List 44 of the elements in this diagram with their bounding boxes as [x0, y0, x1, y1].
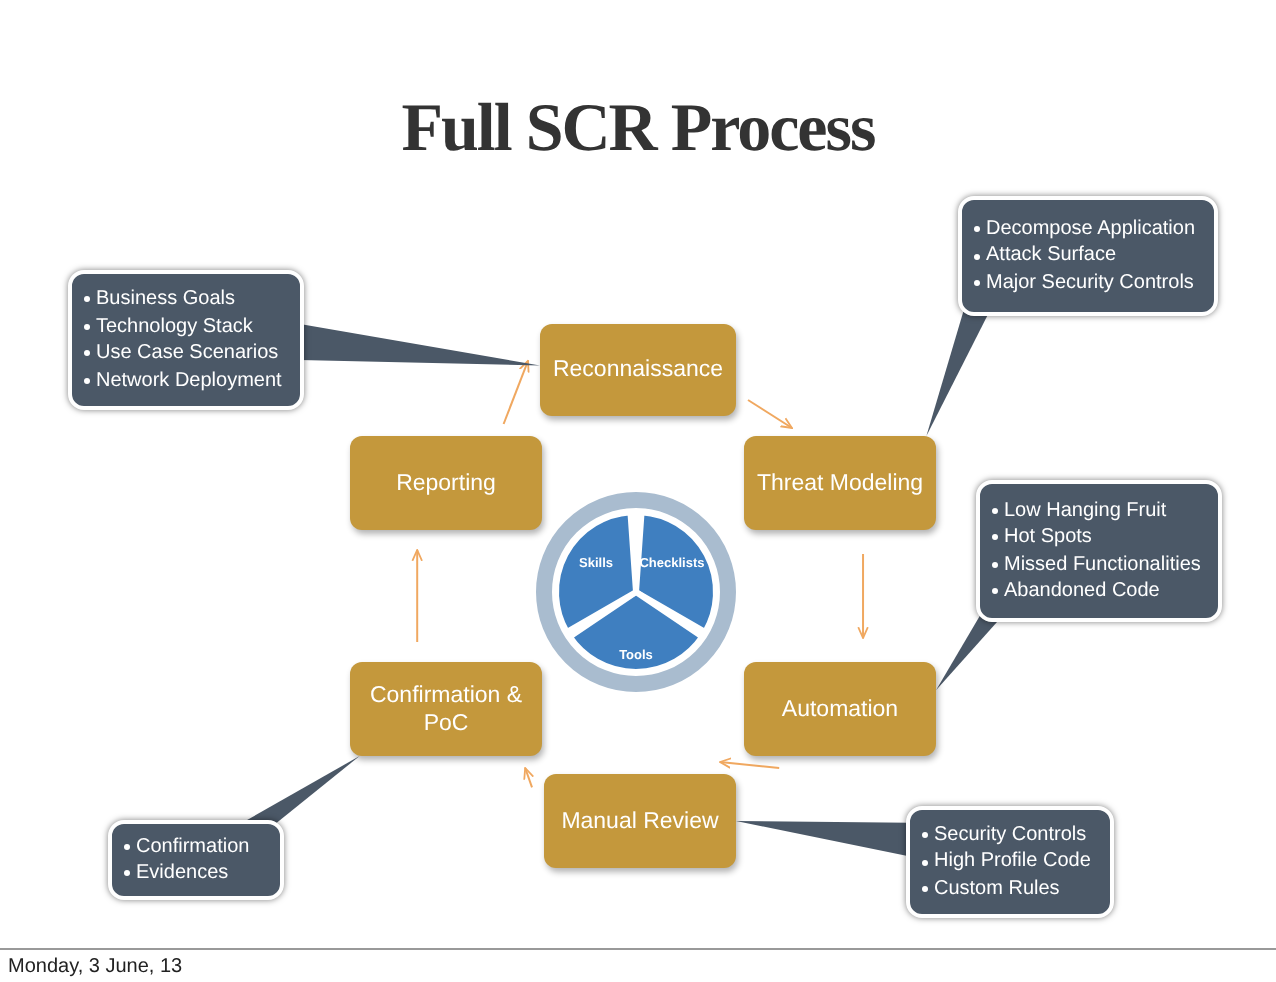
step-label: Reconnaissance	[550, 356, 726, 384]
callout-bubble	[976, 480, 1222, 622]
bullet-item: Decompose Application	[986, 215, 1196, 243]
arrow	[857, 553, 869, 639]
callout-bubble	[906, 806, 1114, 918]
bullet-item: Major Security Controls	[986, 269, 1194, 297]
process-box	[744, 662, 936, 756]
bullet-item: Technology Stack	[96, 313, 253, 340]
arrow	[411, 549, 423, 643]
step-label: Reporting	[394, 469, 498, 497]
step-label: Manual Review	[559, 807, 721, 835]
step-label: Threat Modeling	[754, 469, 926, 497]
process-box	[744, 436, 936, 530]
callout-pointer	[300, 324, 540, 366]
bullet-item: Attack Surface	[986, 242, 1117, 270]
callout-bubble	[68, 270, 304, 410]
bullet-item: Missed Functionalities	[1004, 551, 1201, 578]
bullet-item: Confirmation	[136, 833, 250, 860]
callout-bubble	[958, 196, 1218, 316]
callout-pointer	[926, 312, 990, 436]
step-label: Confirmation & PoC	[367, 681, 525, 737]
bullet-item: Network Deployment	[96, 367, 282, 394]
bullet-item: Use Case Scenarios	[96, 340, 279, 367]
process-box	[540, 324, 736, 416]
arrow	[747, 399, 793, 429]
arrow	[523, 767, 535, 789]
bullet-item: Evidences	[136, 860, 229, 887]
process-box	[544, 774, 736, 868]
bullet-item: Low Hanging Fruit	[1004, 497, 1167, 524]
bullet-item: Custom Rules	[934, 875, 1060, 903]
bullet-item: Security Controls	[934, 821, 1087, 849]
callout-bubble	[108, 820, 284, 900]
process-box	[350, 436, 542, 530]
bullet-item: Business Goals	[96, 286, 235, 313]
bullet-item: Hot Spots	[1004, 524, 1092, 551]
bullet-item: Abandoned Code	[1004, 578, 1160, 605]
date-footer: Monday, 3 June, 13	[8, 956, 183, 978]
title: Full SCR Process	[399, 92, 877, 168]
callout-pointer	[736, 821, 910, 857]
arrow	[719, 757, 781, 769]
bullet-item: High Profile Code	[934, 848, 1091, 876]
process-box	[350, 662, 542, 756]
step-label: Automation	[779, 695, 901, 723]
arrow	[502, 359, 530, 425]
